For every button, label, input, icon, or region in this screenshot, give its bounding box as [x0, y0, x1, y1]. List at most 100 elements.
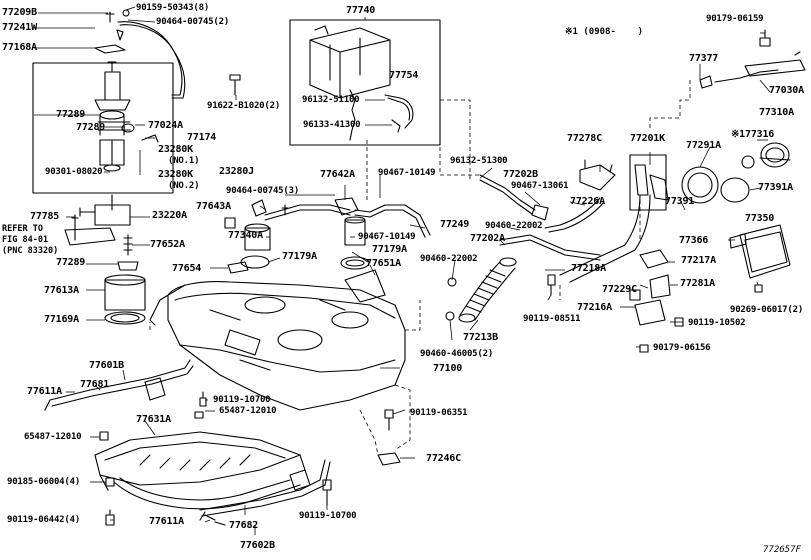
part-label-77289-a: 77289	[56, 109, 86, 120]
filler-cap-assembly	[681, 29, 806, 293]
tank-bands	[44, 359, 331, 526]
part-label-77350: 77350	[745, 213, 775, 224]
corrugated-hose-77213b	[445, 257, 517, 323]
part-label-90460-22002-b: 90460-22002	[420, 254, 478, 264]
part-label-90159-50343: 90159-50343(8)	[136, 3, 210, 13]
part-label-77213b: 77213B	[463, 332, 498, 343]
part-label-77218a: 77218A	[571, 263, 606, 274]
part-label-23220a: 23220A	[152, 210, 187, 221]
refer-line-3: (PNC 83320)	[2, 246, 59, 256]
part-label-65487-12010-a: 65487-12010	[219, 406, 277, 416]
part-label-90179-06156: 90179-06156	[653, 343, 711, 353]
part-label-90464-00745-2: 90464-00745(2)	[156, 17, 230, 27]
part-label-77179a-b: 77179A	[372, 244, 407, 255]
part-label-77281a: 77281A	[680, 278, 715, 289]
part-label-90301-08020: 90301-08020	[45, 167, 103, 177]
note-serial-range: ※1 (0908- )	[565, 27, 643, 37]
part-label-90269-06017: 90269-06017(2)	[730, 305, 804, 315]
part-label-90119-10700-a: 90119-10700	[213, 395, 271, 405]
part-label-77377: 77377	[689, 53, 719, 64]
part-label-65487-12010-b: 65487-12010	[24, 432, 82, 442]
part-label-77316: ※177316	[731, 129, 775, 140]
part-label-77241w: 77241W	[2, 22, 37, 33]
part-label-77209b: 77209B	[2, 7, 37, 18]
part-label-90119-06442: 90119-06442(4)	[7, 515, 81, 525]
part-label-90460-22002-a: 90460-22002	[485, 221, 543, 231]
part-label-77654: 77654	[172, 263, 202, 274]
part-label-77651a: 77651A	[366, 258, 401, 269]
fuel-pump-module	[94, 61, 159, 172]
part-label-77179a-a: 77179A	[282, 251, 317, 262]
dashed-reference-lines	[149, 80, 691, 456]
part-label-77310a: 77310A	[759, 107, 794, 118]
part-label-77201k: 77201K	[630, 133, 665, 144]
part-label-77391a: 77391A	[758, 182, 793, 193]
part-label-90119-08511: 90119-08511	[523, 314, 581, 324]
part-label-77168a: 77168A	[2, 42, 37, 53]
part-label-90119-06351: 90119-06351	[410, 408, 468, 418]
part-label-77602b: 77602B	[240, 540, 275, 551]
part-label-77278c: 77278C	[567, 133, 602, 144]
part-label-77642a: 77642A	[320, 169, 355, 180]
fuel-pump-assembly-frame	[32, 62, 174, 194]
part-label-77613a: 77613A	[44, 285, 79, 296]
leader-lines	[34, 6, 771, 535]
part-label-77754: 77754	[389, 70, 419, 81]
fuel-pump-lower	[64, 194, 146, 325]
part-label-90460-46005: 90460-46005(2)	[420, 349, 494, 359]
part-label-77785: 77785	[30, 211, 60, 222]
part-label-77601b: 77601B	[89, 360, 124, 371]
part-label-77169a: 77169A	[44, 314, 79, 325]
part-label-90119-10502: 90119-10502	[688, 318, 746, 328]
part-label-77681: 77681	[80, 379, 110, 390]
part-label-77643a: 77643A	[196, 201, 231, 212]
tank-protector	[94, 431, 306, 510]
part-label-no2: (NO.2)	[168, 181, 200, 191]
part-label-77366: 77366	[679, 235, 709, 246]
part-label-91622-b1020: 91622-B1020(2)	[207, 101, 281, 111]
part-label-23280j: 23280J	[219, 166, 254, 177]
part-label-77611a-a: 77611A	[27, 386, 62, 397]
part-label-77217a: 77217A	[681, 255, 716, 266]
part-label-77611a-b: 77611A	[149, 516, 184, 527]
part-label-77631a: 77631A	[136, 414, 171, 425]
part-label-23280k-2: 23280K	[158, 169, 193, 180]
part-label-77740: 77740	[346, 5, 376, 16]
part-label-90467-10149-a: 90467-10149	[378, 168, 436, 178]
part-label-77291a: 77291A	[686, 140, 721, 151]
part-label-90467-13061: 90467-13061	[511, 181, 569, 191]
fasteners	[99, 317, 684, 526]
filler-pipe	[479, 159, 671, 326]
part-label-77289-c: 77289	[56, 257, 86, 268]
fuel-tank	[149, 281, 406, 411]
part-label-90467-10149-b: 90467-10149	[358, 232, 416, 242]
part-label-77100: 77100	[433, 363, 463, 374]
part-label-96132-51300: 96132-51300	[450, 156, 508, 166]
part-label-77226a: 77226A	[570, 196, 605, 207]
fuel-line-77209b	[94, 9, 186, 99]
charcoal-canister	[309, 25, 414, 141]
refer-line-2: FIG 84-01	[2, 235, 49, 245]
part-label-77249: 77249	[440, 219, 470, 230]
part-label-77246c: 77246C	[426, 453, 461, 464]
part-label-77216a: 77216A	[577, 302, 612, 313]
part-label-77652a: 77652A	[150, 239, 185, 250]
part-label-77682: 77682	[229, 520, 259, 531]
part-label-96133-41300: 96133-41300	[303, 120, 361, 130]
illustration-id: 772657F	[763, 545, 801, 555]
part-label-90179-06159: 90179-06159	[706, 14, 764, 24]
part-label-77202b: 77202B	[503, 169, 538, 180]
sender-gauge-parts	[227, 216, 386, 303]
filler-pipe-bracket-frame	[629, 154, 667, 211]
part-label-77229c: 77229C	[602, 284, 637, 295]
part-label-96132-51100: 96132-51100	[302, 95, 360, 105]
part-label-90185-06004: 90185-06004(4)	[7, 477, 81, 487]
part-label-77024a: 77024A	[148, 120, 183, 131]
part-label-23280k-1: 23280K	[158, 144, 193, 155]
bolt-91622	[229, 74, 241, 96]
part-label-77174: 77174	[187, 132, 217, 143]
part-label-77289-b: 77289	[76, 122, 106, 133]
part-label-90464-00745-3: 90464-00745(3)	[226, 186, 300, 196]
